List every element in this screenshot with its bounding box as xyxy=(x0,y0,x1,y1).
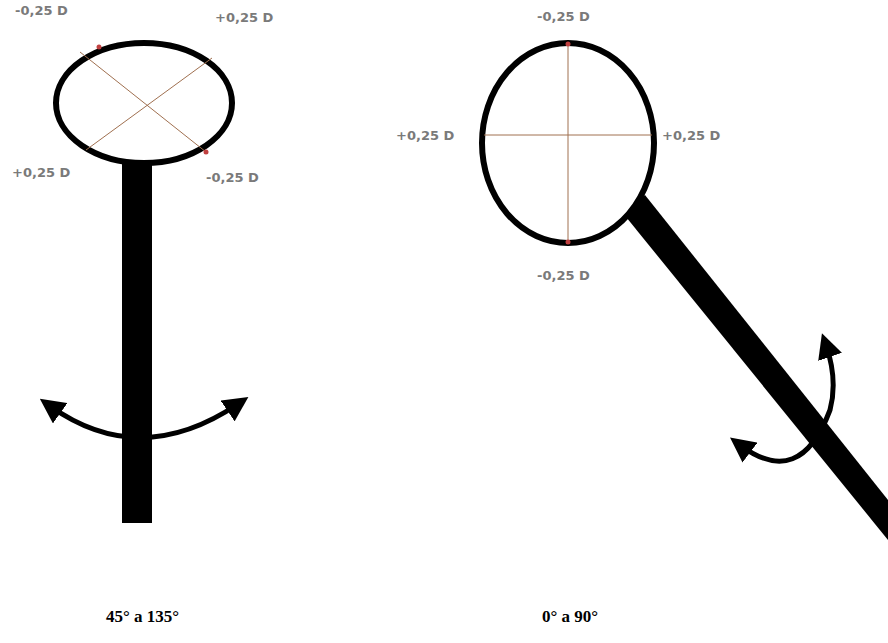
power-label: -0,25 D xyxy=(206,170,259,185)
power-label: +0,25 D xyxy=(396,128,454,143)
power-label: -0,25 D xyxy=(537,268,590,283)
power-label: +0,25 D xyxy=(12,165,70,180)
axis-caption: 0° a 90° xyxy=(542,607,598,627)
power-label: +0,25 D xyxy=(215,10,273,25)
power-label: -0,25 D xyxy=(537,9,590,24)
axis-caption: 45° a 135° xyxy=(106,607,179,627)
power-label: +0,25 D xyxy=(662,128,720,143)
power-label: -0,25 D xyxy=(15,3,68,18)
